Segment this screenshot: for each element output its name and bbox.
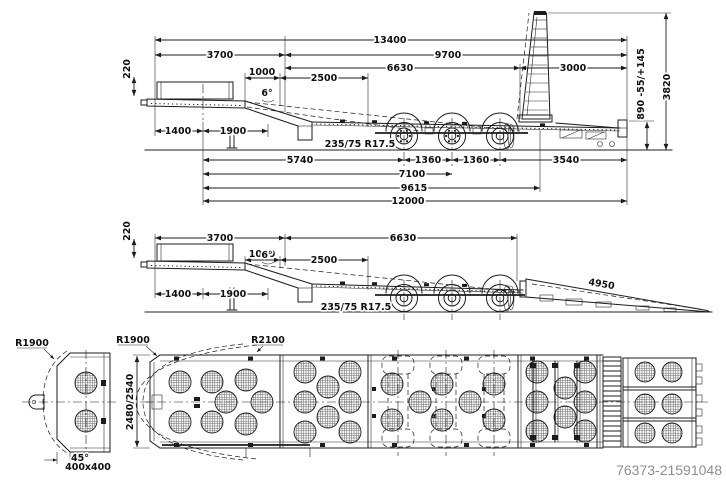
dim-front-overhang: 1400	[165, 126, 192, 137]
dim-deck-angle: 6°	[261, 250, 272, 261]
loading-ramp-lowered	[525, 278, 711, 313]
side-view-ramp-raised: 13400 3700 9700 6630 3000 1000 2500 220 …	[120, 11, 675, 209]
dim-overall-length: 13400	[373, 35, 406, 46]
dim-deck-height: 890 -55/+145	[636, 48, 647, 120]
wheel-1	[390, 122, 418, 150]
side-view-ramp-lowered: 3700 6630 220 1000 2500 6° 1400 1900 235…	[120, 219, 713, 320]
dim-axle-spacing-2: 1360	[463, 155, 490, 166]
dim-overall-height: 3820	[662, 73, 673, 100]
axle-wheels	[390, 122, 515, 150]
front-detail-view: R1900 45° 400x400	[13, 336, 118, 475]
loading-ramp-upright	[516, 11, 553, 123]
dim-slope-length: 2500	[311, 73, 338, 84]
stored-ramps-plan	[622, 357, 703, 448]
dim-swing-radius: R1900	[15, 338, 49, 349]
dim-deck-angle: 6°	[261, 88, 272, 99]
dim-rear-overhang: 3540	[553, 155, 580, 166]
coupling-eye	[28, 394, 45, 410]
r1900-arc	[142, 343, 244, 461]
dim-12000: 12000	[391, 196, 424, 207]
dim-ramp-upright: 3000	[560, 63, 587, 74]
dim-rear-section: 9700	[435, 50, 462, 61]
watermark-number: 76373-21591048	[616, 462, 722, 478]
dim-axle-spacing-1: 1360	[415, 155, 442, 166]
front-rail-frame	[156, 81, 234, 100]
dim-chamfer-size: 400x400	[65, 462, 111, 473]
dim-front-radius: R1900	[116, 335, 150, 346]
fenders	[385, 112, 519, 132]
dim-drawbar-length: 1900	[220, 126, 247, 137]
dim-chamfer-angle: 45°	[71, 453, 89, 464]
dim-front-section: 3700	[207, 50, 234, 61]
dim-front-overhang: 1400	[165, 289, 192, 300]
rear-bay-posts	[530, 354, 601, 449]
dim-deck-length: 6630	[387, 63, 414, 74]
dim-7100: 7100	[399, 169, 426, 180]
dim-rail-height: 220	[122, 59, 133, 79]
dim-9615: 9615	[401, 183, 427, 194]
rear-grating	[602, 356, 622, 448]
dim-slope-length: 2500	[311, 255, 338, 266]
rear-deck	[555, 119, 628, 147]
dim-neck-offset: 1000	[249, 249, 276, 260]
plan-view: R1900 R2100 2480/2540	[114, 333, 708, 461]
dim-neck-offset: 1000	[249, 67, 276, 78]
trailer-body-side	[140, 243, 527, 311]
tyre-size-label: 235/75 R17.5	[325, 139, 396, 150]
dim-deck-width: 2480/2540	[125, 373, 136, 430]
wheel-3	[486, 122, 515, 150]
dim-rail-height: 220	[122, 221, 133, 241]
dim-first-axle: 5740	[287, 155, 314, 166]
tyre-size-label: 235/75 R17.5	[321, 302, 392, 313]
dim-front-section: 3700	[207, 233, 234, 244]
r2100-arc	[135, 344, 258, 460]
axle-wheels	[390, 284, 515, 312]
gooseneck	[244, 100, 313, 141]
dim-deck-length: 6630	[390, 233, 417, 244]
deck-frame	[146, 354, 604, 449]
dim-drawbar-length: 1900	[220, 289, 247, 300]
dim-swing-radius: R2100	[251, 335, 285, 346]
wheel-2	[438, 122, 466, 150]
